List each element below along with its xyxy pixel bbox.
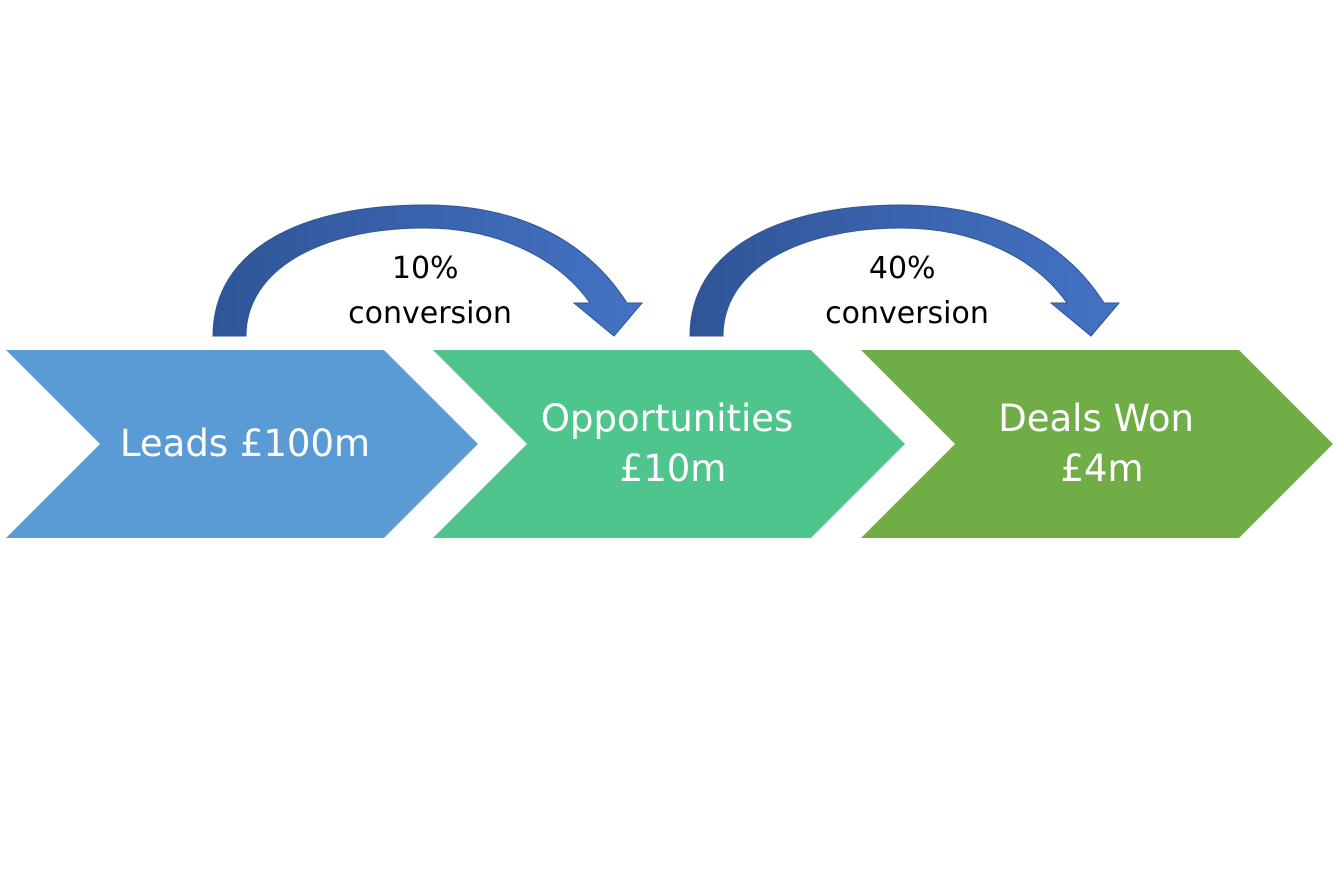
curved-arrow-icon xyxy=(212,204,644,337)
conversion-2-label: 40% conversion xyxy=(825,251,989,331)
stage-deals-won-chevron xyxy=(861,350,1333,538)
stage-opportunities-chevron xyxy=(433,350,905,538)
conversion-1-label: 10% conversion xyxy=(348,251,512,331)
stage-deals-won-label: Deals Won £4m xyxy=(998,397,1206,490)
stage-leads-label: Leads £100m xyxy=(120,422,370,465)
stage-leads-chevron xyxy=(6,350,478,538)
stage-opportunities-label: Opportunities £10m xyxy=(541,397,805,490)
curved-arrow-icon xyxy=(689,204,1121,337)
